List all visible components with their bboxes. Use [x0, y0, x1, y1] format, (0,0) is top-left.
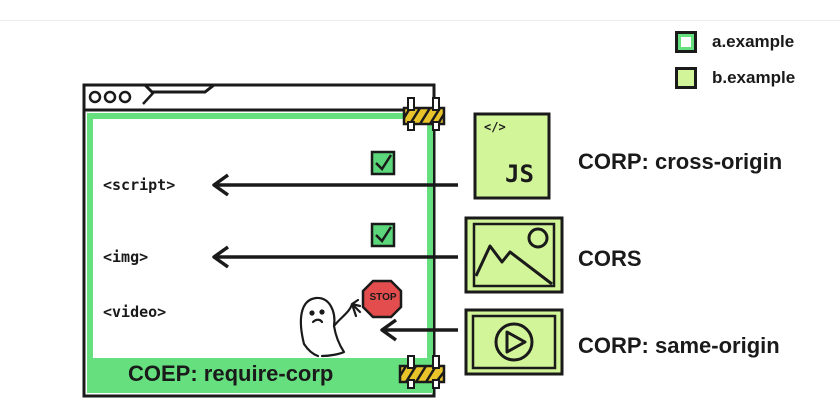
- js-label: JS: [505, 160, 534, 188]
- legend-label-b-example: b.example: [712, 68, 796, 87]
- check-icon-script: [370, 150, 396, 176]
- check-icon-img: [370, 222, 396, 248]
- top-divider: [0, 20, 840, 21]
- element-script: <script>: [103, 176, 176, 194]
- stop-sign-label: STOP: [369, 292, 397, 303]
- legend-swatch-a-example: [675, 31, 697, 53]
- browser-titlebar: [82, 83, 436, 112]
- element-img: <img>: [103, 248, 149, 266]
- stop-sign-icon: [361, 279, 403, 319]
- guard-figure: [299, 296, 362, 358]
- resource-image-box: [464, 216, 564, 294]
- window-dot-1: [88, 90, 102, 104]
- legend-swatch-b-example: [675, 67, 697, 89]
- policy-label-script: CORP: cross-origin: [578, 149, 783, 174]
- play-circle-icon: [494, 322, 534, 362]
- hazard-clamp-bottom: [398, 355, 446, 389]
- coep-label: COEP: require-corp: [128, 361, 334, 386]
- coep-bar: [88, 358, 430, 388]
- policy-label-video: CORP: same-origin: [578, 333, 780, 358]
- window-dot-2: [103, 90, 117, 104]
- policy-label-img: CORS: [578, 246, 642, 271]
- resource-js-box: [473, 112, 551, 200]
- page-frame: [87, 113, 433, 393]
- mountain-icon: [474, 244, 553, 286]
- element-video: <video>: [103, 303, 167, 321]
- arrow-img: [212, 245, 458, 269]
- sun-icon: [527, 227, 549, 249]
- play-triangle-icon: [505, 330, 527, 354]
- arrow-script: [212, 173, 458, 197]
- window-dot-3: [118, 90, 132, 104]
- hazard-clamp-top: [402, 97, 446, 131]
- js-code-glyph: </>: [484, 120, 506, 134]
- address-tab: [142, 91, 155, 105]
- resource-video-box: [464, 308, 564, 376]
- legend-label-a-example: a.example: [712, 32, 795, 51]
- arrow-video: [380, 318, 458, 342]
